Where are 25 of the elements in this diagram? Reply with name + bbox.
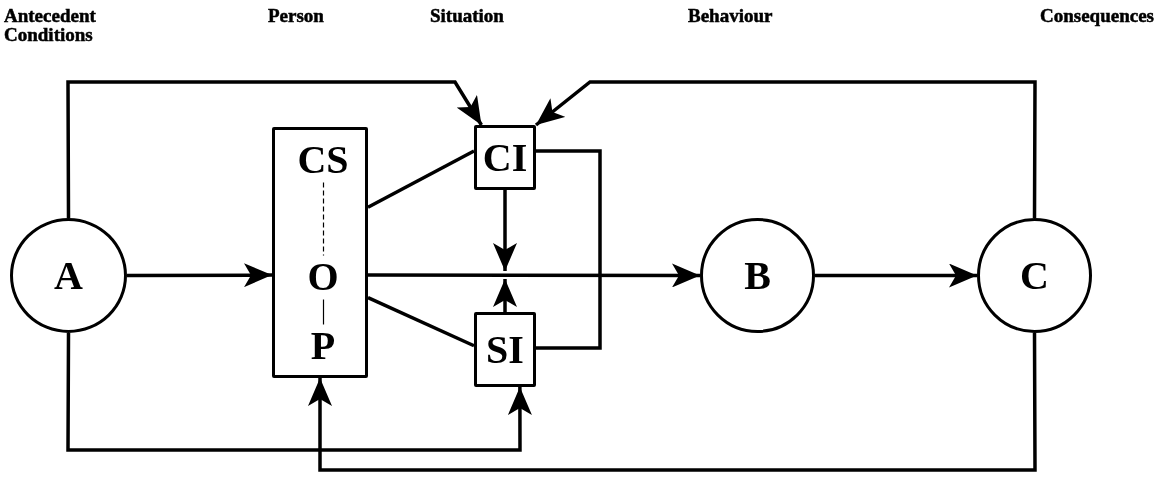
connector-line: [322, 298, 325, 326]
state-circle: [10, 218, 127, 333]
arrow: [493, 190, 517, 271]
connector-line: [322, 181, 325, 257]
arrow: [534, 80, 1037, 218]
connector-line: [367, 149, 475, 209]
state-circle: [977, 218, 1092, 333]
column-heading: Antecedent Conditions: [4, 6, 97, 44]
arrow: [66, 333, 532, 452]
state-circle: [700, 218, 815, 333]
column-heading: Person: [268, 6, 325, 25]
column-heading: Consequences: [1040, 6, 1155, 25]
process-box: [272, 127, 368, 378]
arrow: [368, 263, 700, 288]
arrow: [493, 279, 517, 312]
column-heading: Situation: [430, 6, 505, 25]
column-heading: Behaviour: [688, 6, 774, 25]
arrow: [66, 80, 483, 218]
process-box: [474, 125, 536, 190]
arrow: [815, 263, 977, 288]
connector-line: [367, 296, 475, 348]
arrow: [127, 263, 272, 288]
arrow: [308, 333, 1037, 472]
process-box: [474, 312, 536, 387]
connector-line: [536, 149, 602, 350]
